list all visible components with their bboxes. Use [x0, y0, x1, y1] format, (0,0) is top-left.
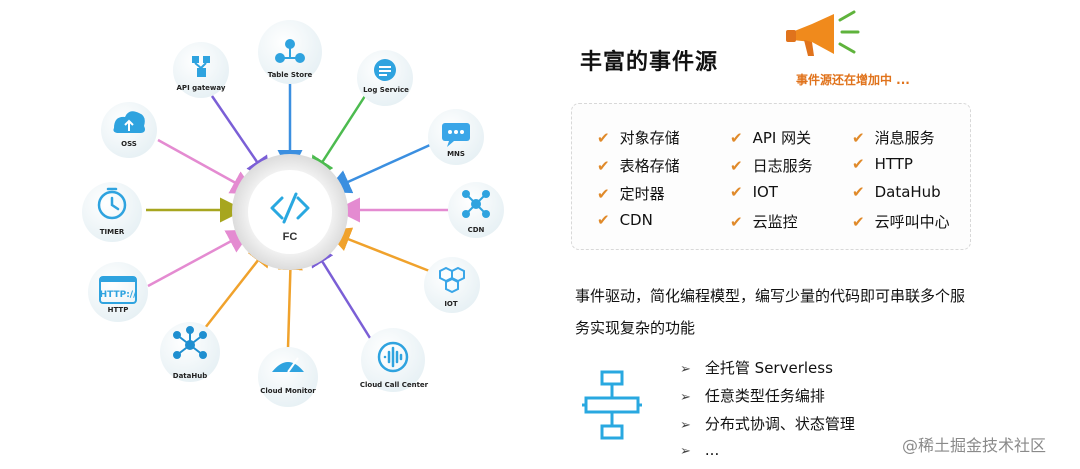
- chevron-right-icon: ➢: [680, 444, 691, 459]
- node-label: MNS: [447, 150, 465, 158]
- event-sources-box: [571, 103, 971, 250]
- monitor-icon: [272, 357, 304, 373]
- node-label: OSS: [121, 140, 137, 148]
- node-table-store: Table Store: [258, 20, 322, 84]
- chevron-right-icon: ➢: [680, 418, 691, 433]
- check-icon: ✔: [852, 155, 865, 173]
- feature-item: ➢任意类型任务编排: [680, 387, 825, 405]
- check-icon: ✔: [852, 129, 865, 147]
- mns-icon: [442, 123, 470, 147]
- table-store-icon: [275, 39, 305, 63]
- source-item: ✔定时器: [597, 185, 665, 203]
- node-iot: IOT: [424, 257, 480, 313]
- chevron-right-icon: ➢: [680, 362, 691, 377]
- check-icon: ✔: [730, 157, 743, 175]
- node-oss: OSS: [101, 102, 157, 158]
- datahub-icon: [173, 326, 207, 359]
- check-icon: ✔: [730, 213, 743, 231]
- spoke-mns: [325, 143, 431, 194]
- node-label: API gateway: [177, 84, 226, 92]
- source-item: ✔对象存储: [597, 129, 680, 147]
- check-icon: ✔: [852, 183, 865, 201]
- node-label: IOT: [444, 300, 458, 308]
- node-label: Log Service: [363, 86, 409, 94]
- feature-item: ➢分布式协调、状态管理: [680, 415, 855, 433]
- api-gateway-icon: [192, 56, 210, 77]
- log-service-icon: [374, 59, 396, 81]
- source-item: ✔CDN: [597, 211, 653, 229]
- check-icon: ✔: [597, 129, 610, 147]
- check-icon: ✔: [597, 211, 610, 229]
- node-cloud-call-center: Cloud Call Center: [360, 328, 429, 392]
- fc-hub: FC: [232, 154, 348, 270]
- check-icon: ✔: [730, 183, 743, 201]
- megaphone-icon: [786, 10, 860, 56]
- hub-label: FC: [283, 231, 298, 243]
- source-item: ✔API 网关: [730, 129, 812, 147]
- node-label: TIMER: [100, 228, 125, 236]
- node-cloud-monitor: Cloud Monitor: [258, 347, 318, 407]
- node-datahub: DataHub: [160, 322, 220, 382]
- source-item: ✔表格存储: [597, 157, 680, 175]
- feature-item: ➢全托管 Serverless: [680, 359, 833, 377]
- check-icon: ✔: [852, 213, 865, 231]
- source-item: ✔日志服务: [730, 157, 813, 175]
- oss-icon: [113, 111, 145, 133]
- call-center-icon: [377, 341, 409, 373]
- node-label: HTTP: [108, 306, 129, 314]
- source-item: ✔云监控: [730, 213, 798, 231]
- cdn-icon: [462, 190, 490, 218]
- node-cdn: CDN: [448, 182, 504, 238]
- spoke-oss: [157, 138, 257, 195]
- node-label: Cloud Monitor: [260, 387, 316, 395]
- description: 事件驱动，简化编程模型，编写少量的代码即可串联多个服务实现复杂的功能: [575, 287, 966, 337]
- timer-icon: [97, 187, 127, 220]
- node-label: Cloud Call Center: [360, 381, 429, 389]
- node-label: CDN: [468, 226, 485, 234]
- chevron-right-icon: ➢: [680, 390, 691, 405]
- page-title: 丰富的事件源: [580, 50, 719, 75]
- node-http: HTTP:// HTTP: [88, 262, 148, 322]
- subtitle: 事件源还在增加中 ...: [796, 73, 910, 87]
- check-icon: ✔: [597, 185, 610, 203]
- feature-item: ➢...: [680, 441, 720, 459]
- node-label: Table Store: [268, 71, 313, 79]
- source-item: ✔消息服务: [852, 129, 935, 147]
- spoke-http: [147, 229, 253, 288]
- node-api-gateway: API gateway: [173, 42, 229, 98]
- workflow-icon: [582, 370, 642, 440]
- node-mns: MNS: [428, 109, 484, 165]
- node-timer: TIMER: [82, 182, 142, 242]
- spoke-iot: [325, 227, 433, 274]
- spokes: [146, 80, 448, 349]
- http-icon: HTTP://: [99, 276, 137, 304]
- source-item: ✔DataHub: [852, 183, 941, 201]
- iot-icon: [439, 266, 465, 294]
- source-item: ✔IOT: [730, 183, 778, 201]
- svg-text:HTTP://: HTTP://: [100, 290, 137, 300]
- source-item: ✔云呼叫中心: [852, 213, 950, 231]
- node-log-service: Log Service: [357, 50, 413, 106]
- check-icon: ✔: [597, 157, 610, 175]
- watermark: @稀土掘金技术社区: [902, 436, 1047, 455]
- event-source-diagram: FC Table Store Log Service MNS: [82, 20, 504, 407]
- check-icon: ✔: [730, 129, 743, 147]
- fc-logo-icon: [270, 192, 310, 224]
- node-label: DataHub: [173, 372, 207, 380]
- source-item: ✔HTTP: [852, 155, 913, 173]
